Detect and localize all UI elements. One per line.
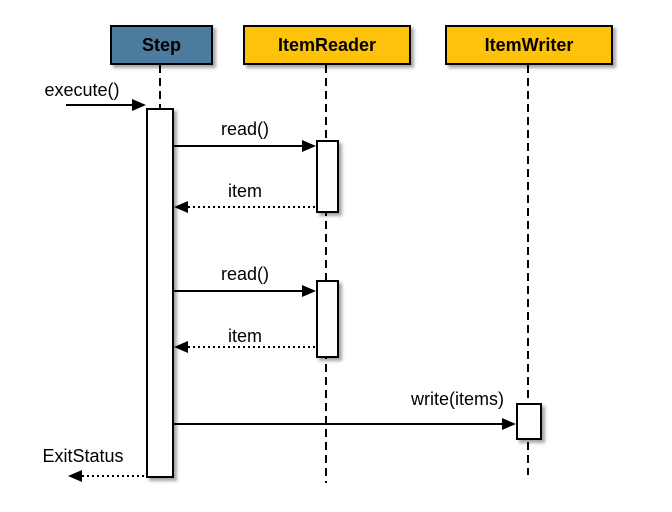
message-label-exit-status: ExitStatus [42, 446, 124, 466]
actor-box-item-reader: ItemReader [243, 25, 411, 65]
arrow-shaft-item-2 [188, 346, 316, 348]
message-label-read-1: read() [220, 119, 269, 139]
activation-bar-reader-first [316, 140, 339, 213]
actor-label-step: Step [141, 34, 181, 55]
actor-box-item-writer: ItemWriter [445, 25, 613, 65]
message-label-item-1: item [227, 181, 262, 201]
arrowhead-item-2-icon [174, 341, 188, 353]
arrow-shaft-read-2 [174, 290, 302, 292]
actor-label-item-writer: ItemWriter [484, 34, 574, 55]
activation-bar-step [146, 108, 174, 478]
arrowhead-read-2-icon [302, 285, 316, 297]
message-label-read-2: read() [220, 264, 269, 284]
message-label-item-2: item [227, 326, 262, 346]
arrow-shaft-execute [66, 104, 132, 106]
actor-box-step: Step [110, 25, 213, 65]
activation-bar-reader-second [316, 280, 339, 358]
arrow-shaft-read-1 [174, 145, 302, 147]
activation-bar-writer [516, 403, 542, 440]
actor-label-item-reader: ItemReader [277, 34, 377, 55]
arrowhead-execute-icon [132, 99, 146, 111]
message-label-write-items: write(items) [411, 389, 504, 409]
arrowhead-read-1-icon [302, 140, 316, 152]
arrowhead-write-items-icon [502, 418, 516, 430]
lifeline-item-reader [325, 65, 327, 483]
arrowhead-exit-status-icon [68, 470, 82, 482]
message-label-execute: execute() [44, 80, 120, 100]
arrow-shaft-exit-status [82, 475, 146, 477]
arrow-shaft-write-items [174, 423, 502, 425]
arrow-shaft-item-1 [188, 206, 316, 208]
lifeline-item-writer [527, 65, 529, 475]
arrowhead-item-1-icon [174, 201, 188, 213]
